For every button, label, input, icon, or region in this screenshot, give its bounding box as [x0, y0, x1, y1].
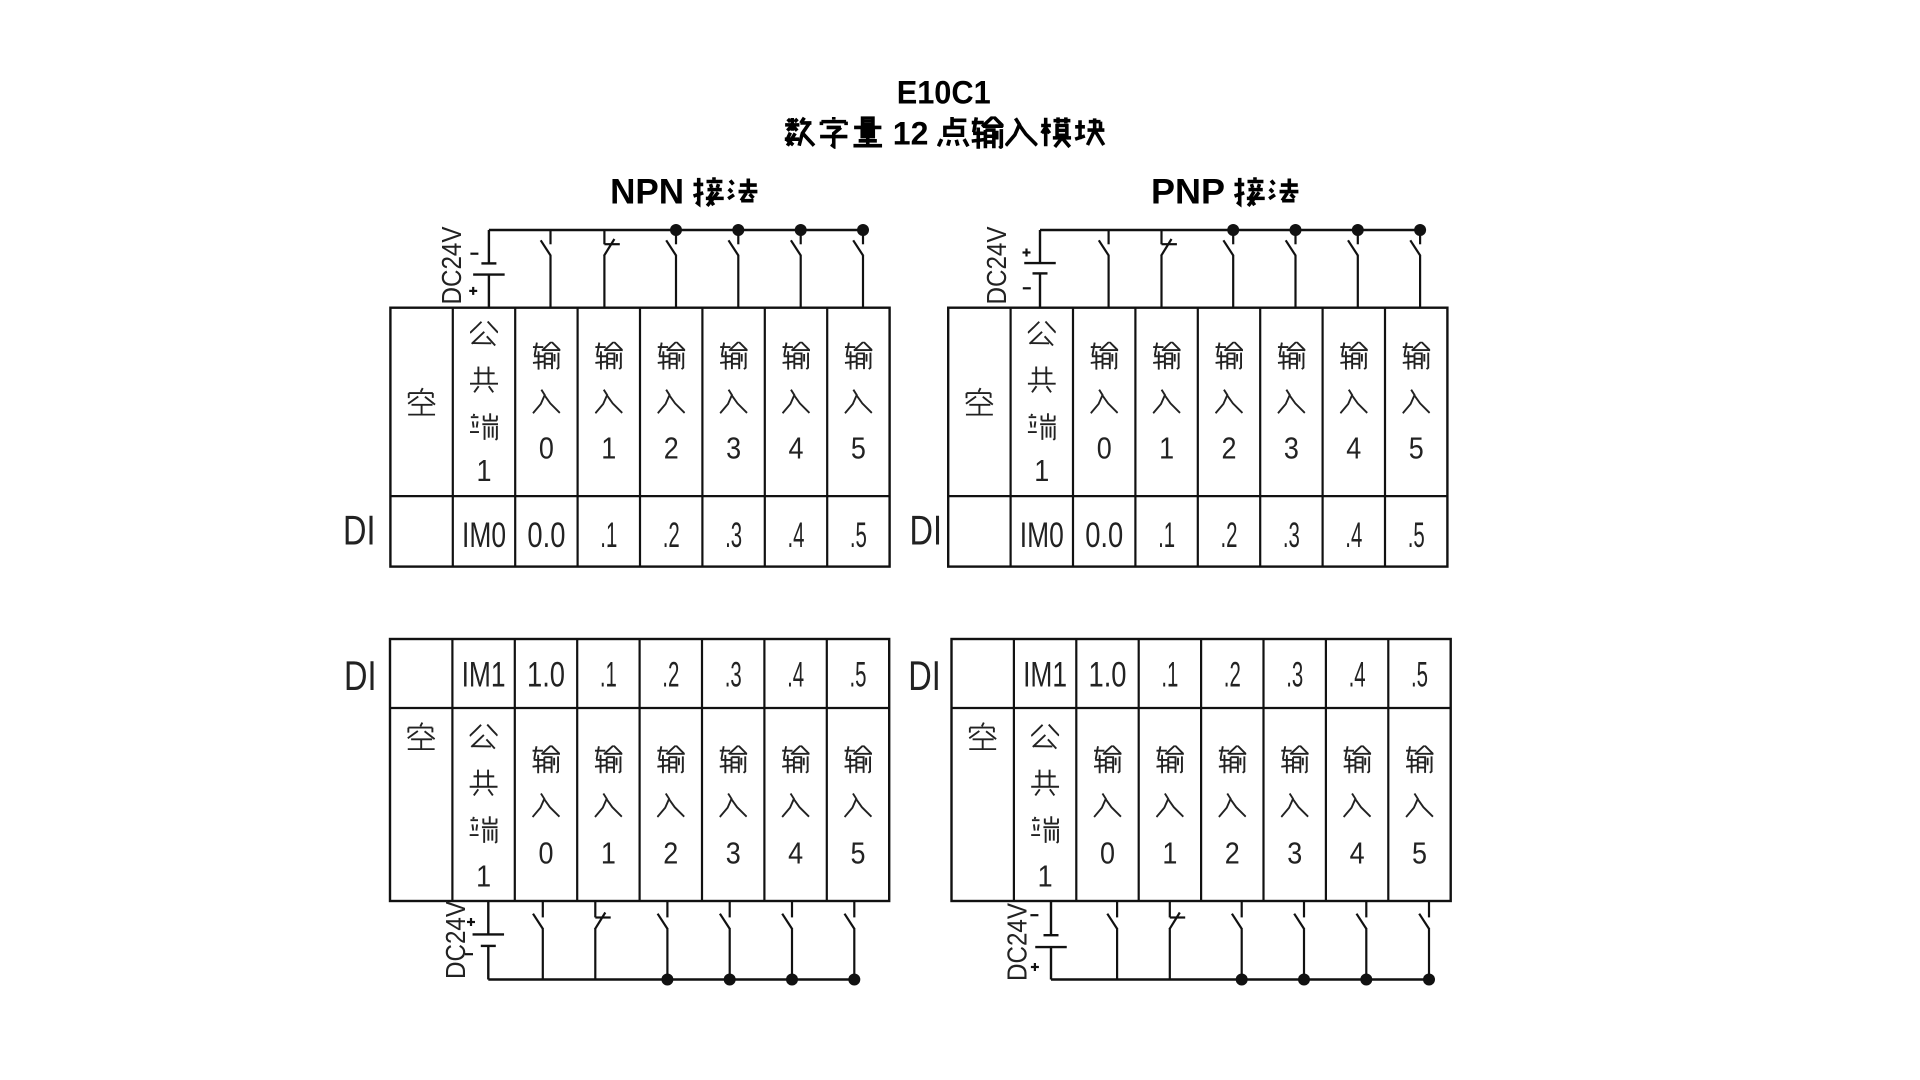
svg-text:IM1: IM1	[462, 655, 506, 694]
svg-text:DI: DI	[910, 506, 943, 553]
svg-text:.2: .2	[662, 655, 679, 694]
svg-text:1.0: 1.0	[527, 655, 565, 694]
svg-text:12: 12	[893, 115, 929, 151]
svg-text:4: 4	[789, 430, 804, 465]
svg-text:1: 1	[477, 453, 492, 488]
svg-text:1: 1	[601, 430, 616, 465]
svg-text:NPN: NPN	[610, 172, 684, 211]
svg-text:1: 1	[476, 859, 491, 894]
svg-text:.4: .4	[788, 516, 805, 555]
svg-text:.3: .3	[725, 655, 742, 694]
svg-text:1: 1	[1162, 835, 1177, 870]
svg-text:3: 3	[726, 835, 741, 870]
svg-text:.1: .1	[1161, 655, 1178, 694]
svg-text:1: 1	[1038, 859, 1053, 894]
svg-text:.5: .5	[850, 655, 867, 694]
svg-text:DI: DI	[343, 506, 376, 553]
svg-text:IM0: IM0	[462, 516, 506, 555]
svg-text:4: 4	[788, 835, 803, 870]
svg-text:5: 5	[851, 835, 866, 870]
svg-text:5: 5	[851, 430, 866, 465]
svg-text:0.0: 0.0	[527, 516, 565, 555]
svg-text:2: 2	[1225, 835, 1240, 870]
svg-text:4: 4	[1346, 430, 1361, 465]
svg-text:0: 0	[539, 430, 554, 465]
svg-text:.4: .4	[1349, 655, 1366, 694]
svg-text:DI: DI	[344, 652, 377, 699]
svg-text:.5: .5	[1408, 516, 1425, 555]
svg-text:5: 5	[1412, 835, 1427, 870]
svg-text:.1: .1	[600, 655, 617, 694]
svg-text:2: 2	[664, 430, 679, 465]
svg-text:DI: DI	[908, 652, 941, 699]
svg-text:0.0: 0.0	[1085, 516, 1123, 555]
svg-text:DC24V: DC24V	[981, 226, 1012, 304]
svg-text:1: 1	[1159, 430, 1174, 465]
svg-text:2: 2	[663, 835, 678, 870]
svg-text:DC24V: DC24V	[436, 226, 467, 304]
svg-text:3: 3	[1284, 430, 1299, 465]
svg-text:4: 4	[1350, 835, 1365, 870]
svg-text:.3: .3	[1283, 516, 1300, 555]
svg-text:DC24V: DC24V	[440, 901, 471, 979]
svg-text:IM0: IM0	[1020, 516, 1064, 555]
svg-text:1: 1	[601, 835, 616, 870]
svg-text:.3: .3	[725, 516, 742, 555]
svg-text:0: 0	[539, 835, 554, 870]
svg-text:2: 2	[1222, 430, 1237, 465]
svg-text:.2: .2	[663, 516, 680, 555]
svg-text:1.0: 1.0	[1089, 655, 1127, 694]
svg-text:0: 0	[1100, 835, 1115, 870]
svg-text:.3: .3	[1286, 655, 1303, 694]
svg-text:.4: .4	[787, 655, 804, 694]
svg-text:.5: .5	[850, 516, 867, 555]
svg-text:.5: .5	[1411, 655, 1428, 694]
svg-text:E10C1: E10C1	[897, 75, 991, 111]
svg-text:.1: .1	[1158, 516, 1175, 555]
svg-text:5: 5	[1409, 430, 1424, 465]
svg-text:.2: .2	[1224, 655, 1241, 694]
svg-text:.2: .2	[1221, 516, 1238, 555]
svg-text:.4: .4	[1345, 516, 1362, 555]
svg-text:IM1: IM1	[1023, 655, 1067, 694]
svg-text:1: 1	[1034, 453, 1049, 488]
svg-text:PNP: PNP	[1151, 172, 1225, 211]
svg-text:3: 3	[726, 430, 741, 465]
svg-text:.1: .1	[600, 516, 617, 555]
svg-text:DC24V: DC24V	[1001, 903, 1032, 981]
svg-text:0: 0	[1097, 430, 1112, 465]
svg-text:3: 3	[1287, 835, 1302, 870]
